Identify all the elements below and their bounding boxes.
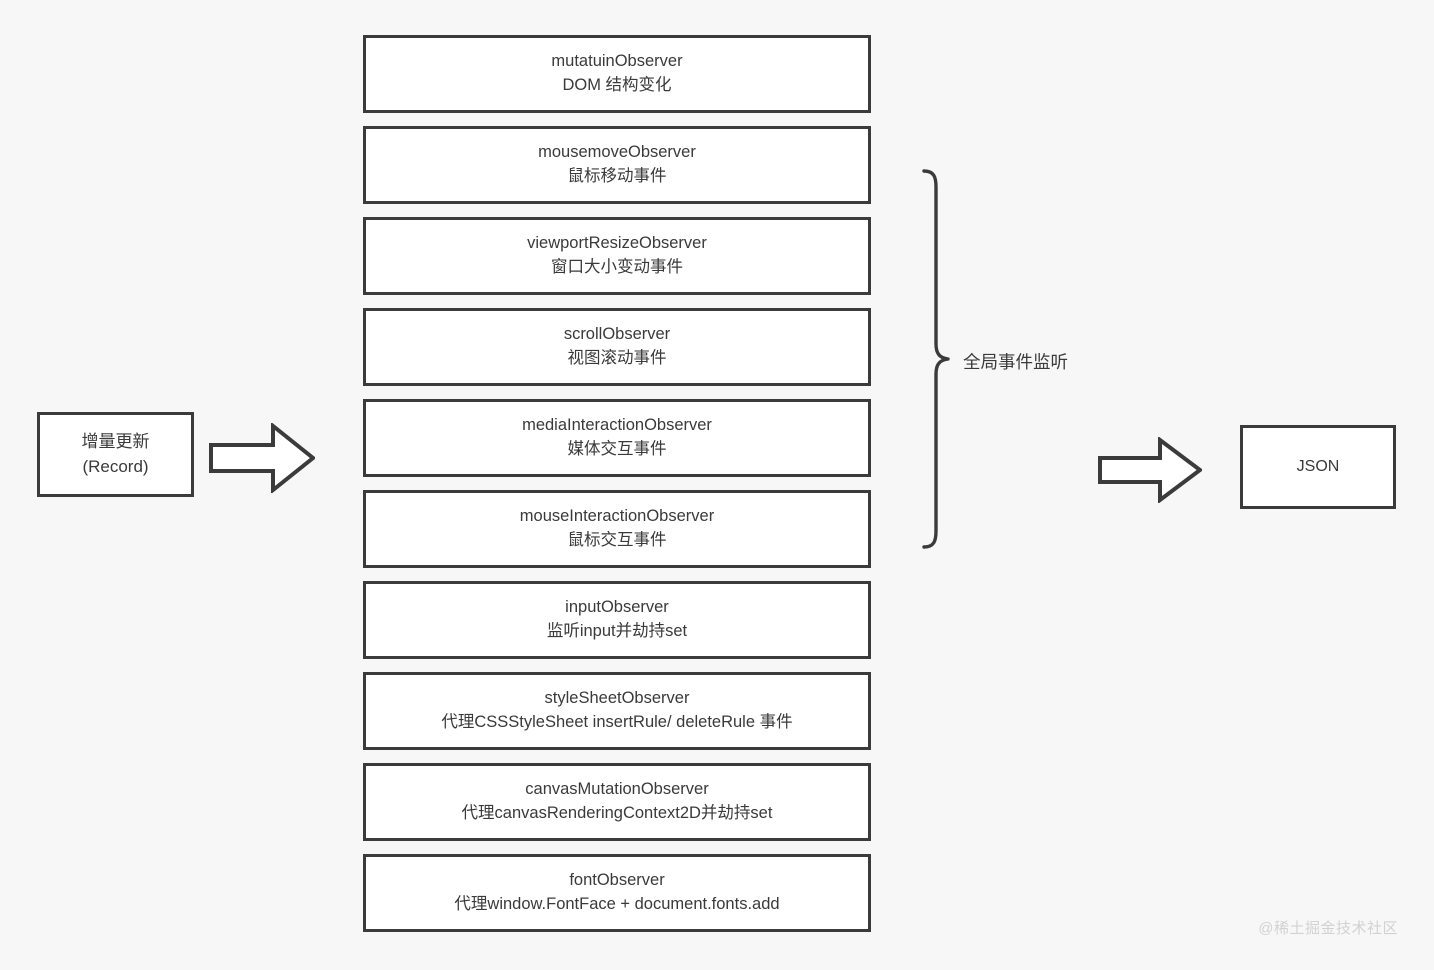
group-brace-icon [920, 168, 970, 550]
observer-title: mousemoveObserver [538, 143, 696, 162]
observer-desc: DOM 结构变化 [562, 76, 672, 94]
observer-node-canvas-mutation[interactable]: canvasMutationObserver 代理canvasRendering… [363, 763, 871, 841]
arrow-observers-to-json-icon [1098, 436, 1204, 504]
observer-title: inputObserver [565, 598, 669, 617]
observer-title: styleSheetObserver [544, 689, 690, 708]
observer-node-stylesheet[interactable]: styleSheetObserver 代理CSSStyleSheet inser… [363, 672, 871, 750]
node-json-output-label: JSON [1296, 457, 1340, 475]
observer-title: mouseInteractionObserver [519, 507, 715, 526]
observer-desc: 监听input并劫持set [546, 622, 688, 640]
observer-node-viewport-resize[interactable]: viewportResizeObserver 窗口大小变动事件 [363, 217, 871, 295]
group-brace-label: 全局事件监听 [963, 352, 1068, 372]
observer-desc: 媒体交互事件 [567, 440, 667, 458]
observer-desc: 鼠标移动事件 [567, 167, 667, 185]
arrow-record-to-observers-icon [209, 421, 317, 495]
observer-node-media-interaction[interactable]: mediaInteractionObserver 媒体交互事件 [363, 399, 871, 477]
observer-title: fontObserver [569, 871, 665, 890]
observer-desc: 代理window.FontFace + document.fonts.add [454, 895, 780, 913]
observer-title: canvasMutationObserver [525, 780, 709, 799]
observer-node-font[interactable]: fontObserver 代理window.FontFace + documen… [363, 854, 871, 932]
observer-title: scrollObserver [563, 325, 671, 344]
observer-list: mutatuinObserver DOM 结构变化 mousemoveObser… [363, 35, 871, 945]
observer-title: mutatuinObserver [551, 52, 683, 71]
observer-desc: 代理CSSStyleSheet insertRule/ deleteRule 事… [441, 713, 793, 731]
observer-node-scroll[interactable]: scrollObserver 视图滚动事件 [363, 308, 871, 386]
node-incremental-record-label-primary: 增量更新 [81, 432, 150, 452]
observer-node-mutatuin[interactable]: mutatuinObserver DOM 结构变化 [363, 35, 871, 113]
node-json-output[interactable]: JSON [1240, 425, 1396, 509]
observer-desc: 窗口大小变动事件 [551, 258, 683, 276]
observer-title: viewportResizeObserver [527, 234, 707, 253]
watermark: @稀土掘金技术社区 [1258, 920, 1398, 937]
observer-title: mediaInteractionObserver [522, 416, 712, 435]
observer-node-mouse-interaction[interactable]: mouseInteractionObserver 鼠标交互事件 [363, 490, 871, 568]
observer-node-mousemove[interactable]: mousemoveObserver 鼠标移动事件 [363, 126, 871, 204]
observer-desc: 视图滚动事件 [567, 349, 667, 367]
node-incremental-record[interactable]: 增量更新 (Record) [37, 412, 194, 497]
observer-desc: 鼠标交互事件 [567, 531, 667, 549]
observer-desc: 代理canvasRenderingContext2D并劫持set [461, 804, 773, 822]
node-incremental-record-label-secondary: (Record) [82, 456, 149, 476]
observer-node-input[interactable]: inputObserver 监听input并劫持set [363, 581, 871, 659]
